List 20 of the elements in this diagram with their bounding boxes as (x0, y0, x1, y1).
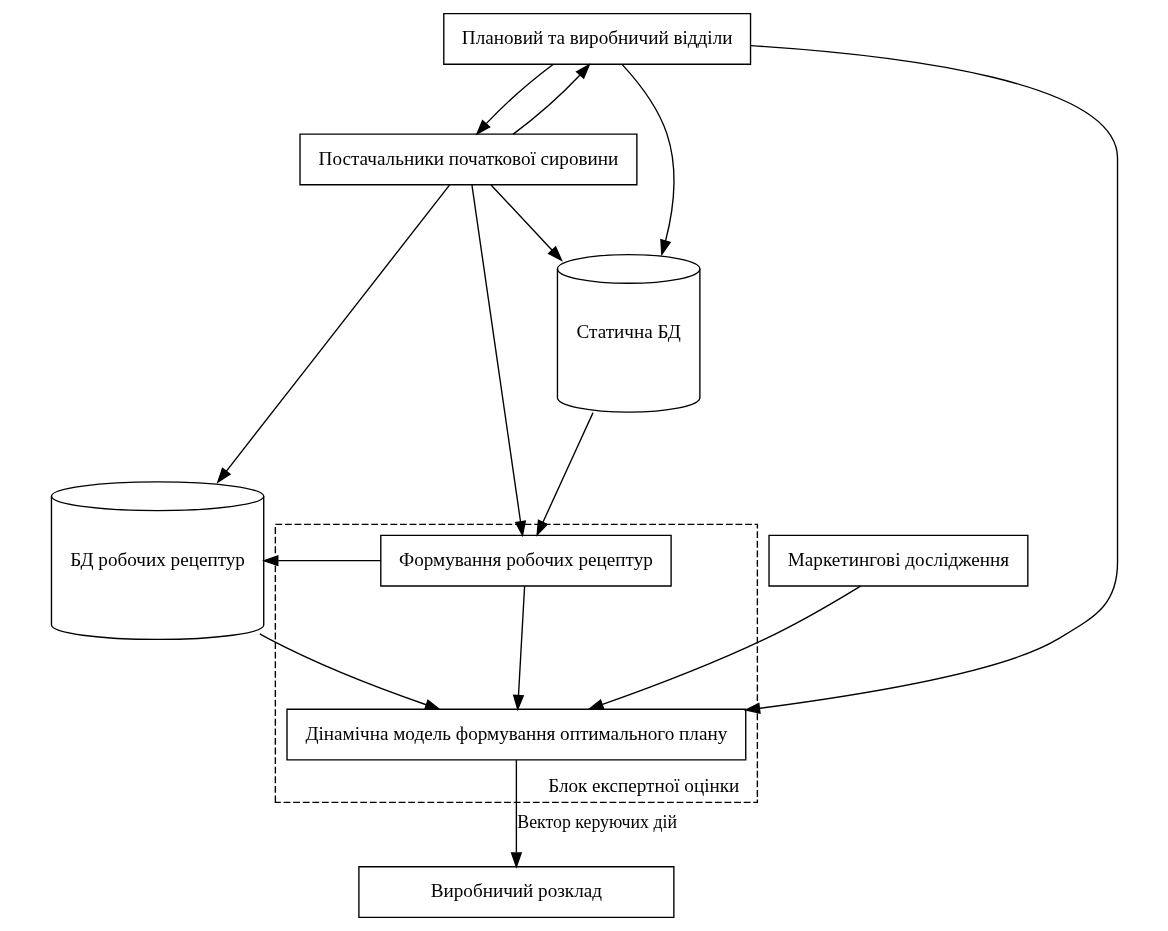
arrow (743, 44, 1118, 714)
node-box: Формування робочих рецептур (379, 534, 672, 587)
node-box: Маркетингові дослідження (767, 534, 1028, 587)
arrow (510, 759, 522, 869)
arrow (586, 585, 861, 710)
arrow (512, 585, 525, 712)
arrow (216, 184, 450, 484)
node-box: Дінамічна модель формування оптимального плану (285, 708, 746, 761)
arrow (261, 554, 381, 567)
node-box: Плановий та виробничий відділи (442, 12, 751, 65)
arrow (620, 63, 675, 257)
arrow (535, 411, 594, 537)
arrow (512, 63, 591, 135)
arrow (475, 63, 554, 136)
node-box: Постачальники початкової сировини (298, 133, 638, 186)
arrow (489, 184, 563, 262)
edge-label: Вектор керуючих дій (516, 811, 677, 832)
node-box: Виробничий розклад (357, 866, 675, 919)
arrow (258, 633, 441, 711)
arrow (470, 184, 526, 538)
